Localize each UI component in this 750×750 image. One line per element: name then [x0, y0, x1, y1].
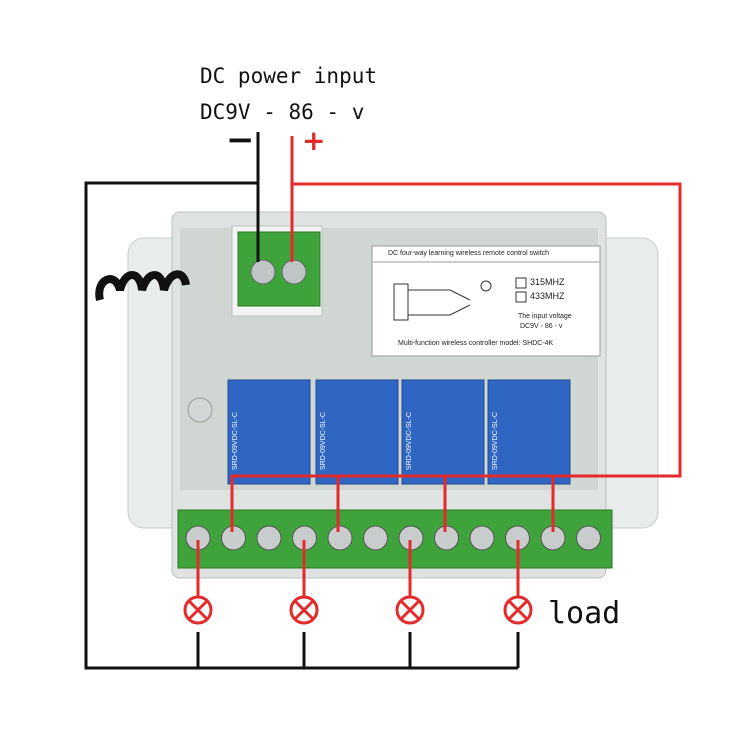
load-label: load — [548, 596, 621, 631]
voltage-label: DC9V - 86 - v — [200, 100, 365, 124]
freq-option-433: 433MHZ — [530, 291, 565, 301]
positive-wire — [196, 136, 682, 596]
load-lamps — [183, 595, 533, 625]
mounting-hole — [187, 397, 213, 423]
relay-model-4: SRD-09VDC-SL-C — [492, 412, 499, 470]
input-voltage-label: The input voltage — [518, 313, 572, 320]
lamp-icon — [289, 595, 319, 625]
antenna-coil — [95, 270, 190, 301]
positive-sign: + — [302, 124, 326, 157]
relay — [227, 379, 311, 485]
relay — [401, 379, 485, 485]
negative-sign: − — [226, 120, 255, 160]
board-label-title: DC four-way learning wireless remote con… — [388, 250, 550, 257]
output-terminal-strip — [177, 509, 613, 569]
negative-wire — [84, 132, 520, 670]
power-terminal-block — [237, 231, 321, 307]
checkbox-433 — [515, 291, 527, 303]
terminal-screw — [256, 525, 282, 551]
terminal-screw — [363, 525, 388, 551]
info-label — [371, 245, 601, 357]
relay-model-3: SRD-09VDC-SL-C — [406, 412, 413, 470]
diagram-title: DC power input — [200, 64, 378, 88]
input-voltage-value: DC9V - 86 - v — [520, 323, 563, 330]
lamp-icon — [183, 595, 213, 625]
freq-option-315: 315MHZ — [530, 277, 565, 287]
terminal-screw — [469, 525, 495, 551]
checkbox-315 — [515, 277, 527, 289]
lamp-icon — [395, 595, 425, 625]
power-screw-negative — [250, 259, 276, 285]
power-screw-positive — [281, 259, 307, 285]
relay — [315, 379, 399, 485]
lamp-icon — [503, 595, 533, 625]
relay-model-2: SRD-09VDC-SL-C — [320, 412, 327, 470]
board-model: Multi-function wireless controller model… — [398, 340, 554, 347]
output-screws — [185, 525, 601, 551]
relay — [487, 379, 571, 485]
relay-model-1: SRD-09VDC-SL-C — [232, 412, 239, 470]
relay-group — [227, 379, 571, 485]
terminal-screw — [327, 525, 353, 551]
terminal-screw — [576, 525, 601, 551]
